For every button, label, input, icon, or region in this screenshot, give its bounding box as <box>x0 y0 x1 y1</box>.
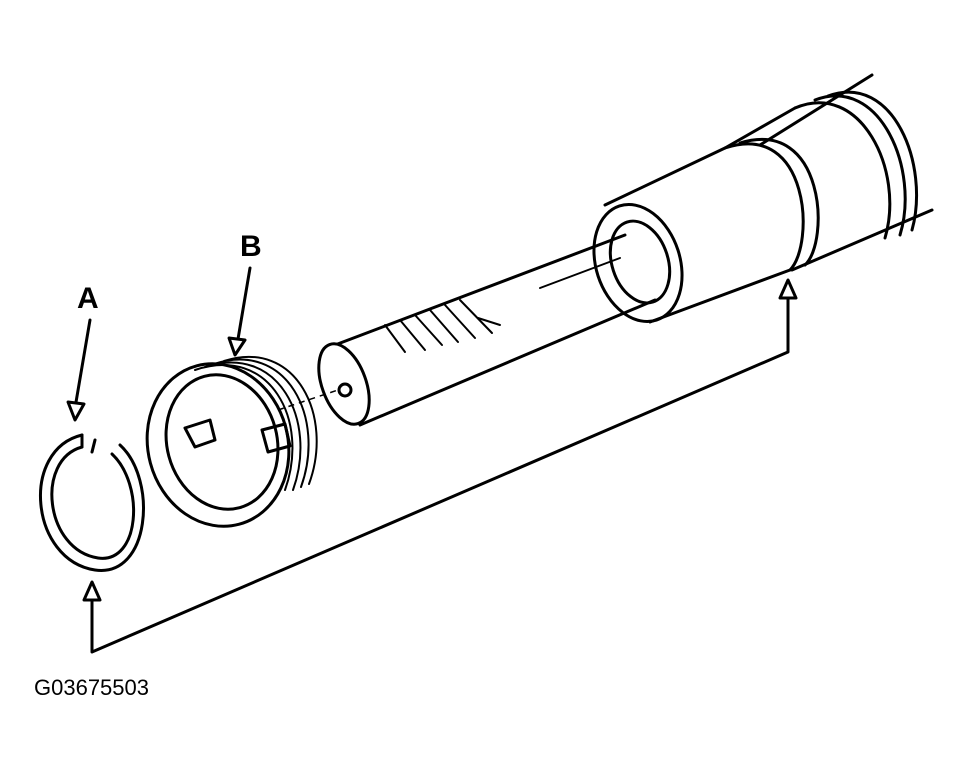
callout-arrow-a <box>66 318 92 422</box>
housing-tube <box>723 73 934 272</box>
callout-label-b: B <box>240 230 262 263</box>
assembly-bracket <box>82 278 798 654</box>
callout-arrow-b <box>227 266 252 357</box>
pinion-shaft <box>317 233 657 427</box>
part-b-locknut <box>145 355 318 528</box>
figure-id-code: G03675503 <box>34 675 149 700</box>
part-a-snap-ring <box>39 433 145 572</box>
callout-label-a: A <box>77 282 99 315</box>
